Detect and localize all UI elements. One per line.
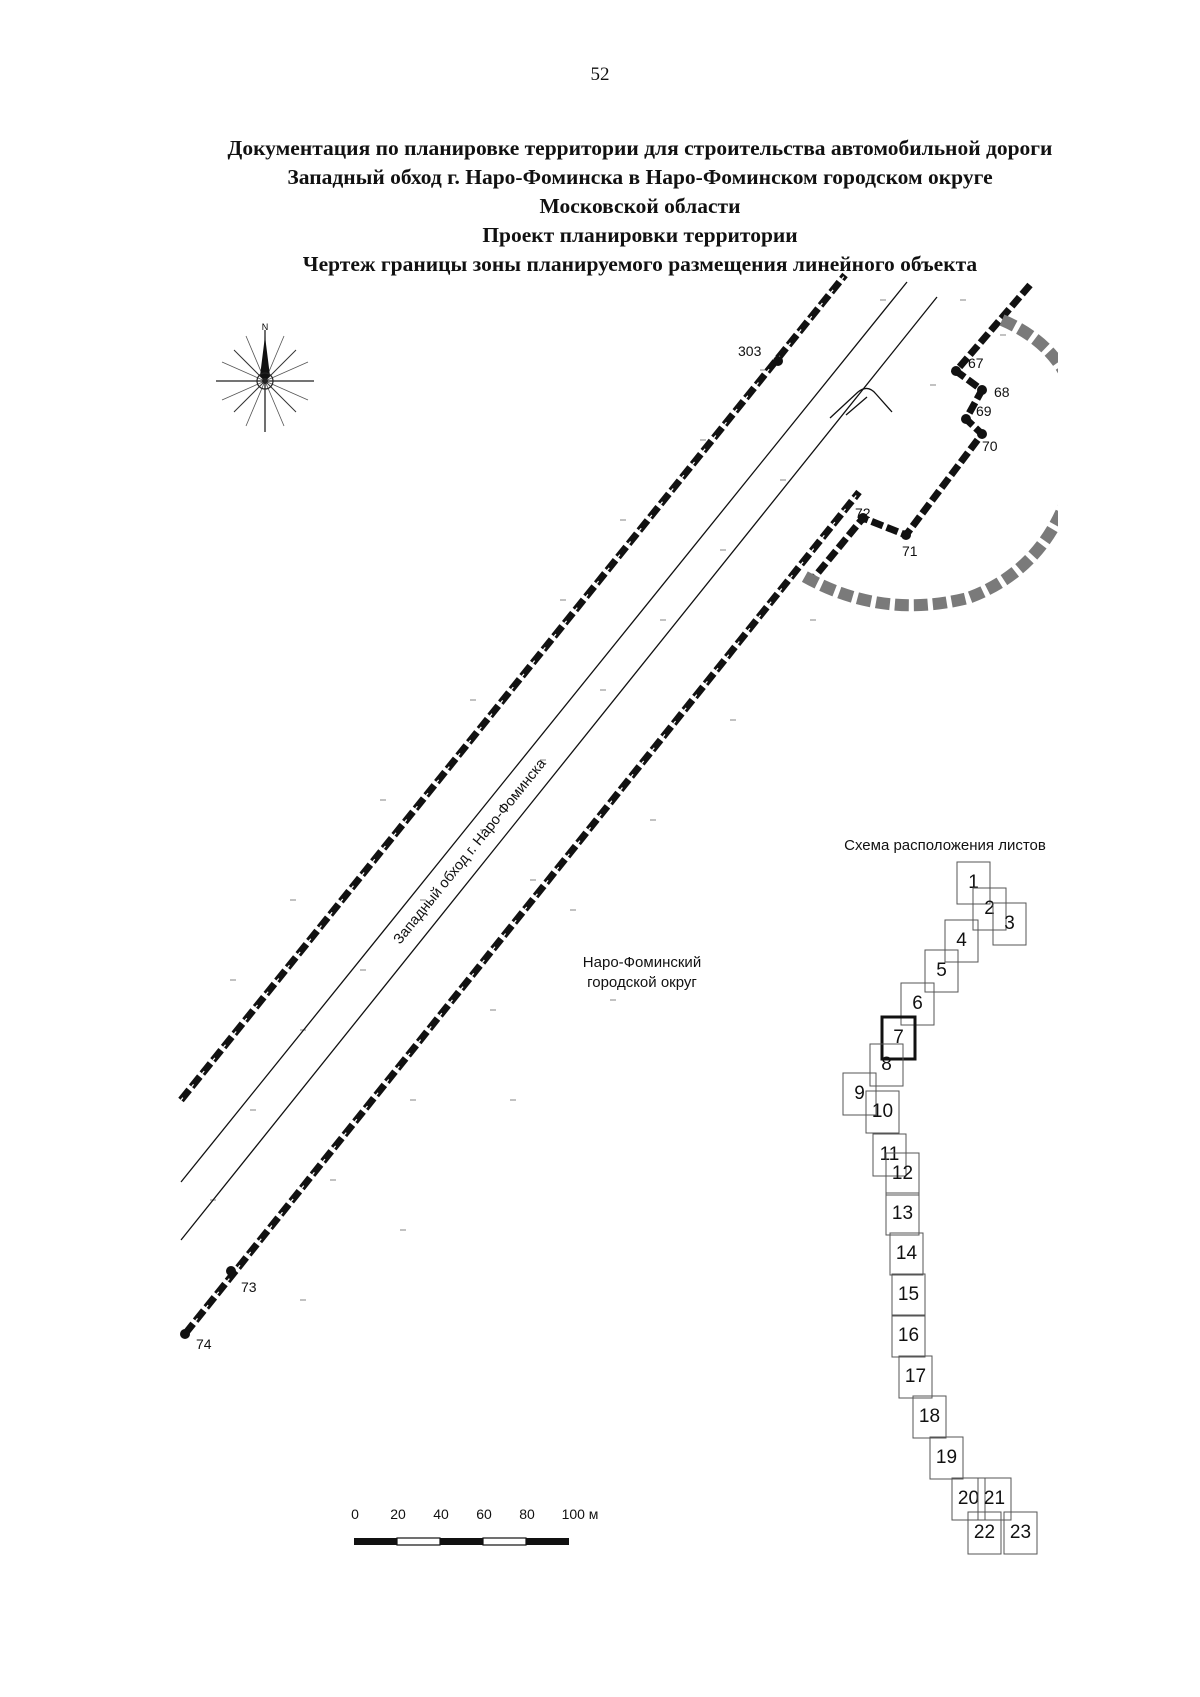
district-label-line1: Наро-Фоминский (583, 954, 701, 971)
sheet-frame (944, 919, 979, 963)
sheet-number: 21 (984, 1488, 1005, 1509)
branch-road-line (829, 387, 893, 419)
sheet-frame (880, 1015, 917, 1061)
title-line: Чертеж границы зоны планируемого размеще… (302, 252, 978, 276)
sheet-number: 11 (880, 1144, 900, 1165)
title-line: Западный обход г. Наро-Фоминска в Наро-Ф… (287, 165, 993, 189)
compass-north-label: N (262, 322, 269, 332)
scale-label: 20 (390, 1506, 406, 1522)
point-label-69: 69 (976, 403, 992, 419)
sheet-frame (900, 982, 935, 1026)
zone-boundary-right (182, 489, 862, 1337)
branch-road-line (845, 396, 868, 416)
page-number: 52 (590, 64, 610, 85)
scale-label: 100 м (562, 1506, 599, 1522)
scale-bar: 0 20 40 60 80 100 м (351, 1506, 599, 1546)
point-74 (180, 1329, 190, 1339)
title-line: Документация по планировке территории дл… (227, 136, 1053, 160)
sheet-frame (842, 1072, 877, 1116)
adjacent-zone-boundary (799, 314, 1058, 612)
scale-segment (396, 1537, 441, 1546)
sheet-number: 7 (893, 1027, 904, 1048)
sheet-number: 15 (898, 1284, 919, 1305)
road-name-label: Западный обход г. Наро-Фоминска (391, 755, 550, 947)
sheet-number: 4 (956, 930, 967, 951)
scale-label: 0 (351, 1506, 359, 1522)
compass-rose-icon: N (216, 322, 314, 432)
zone-boundary-polyline (809, 282, 1033, 583)
sheet-frame (891, 1314, 926, 1358)
sheet-number: 3 (1004, 913, 1015, 934)
scale-segment (482, 1537, 527, 1546)
point-label-74: 74 (196, 1336, 212, 1352)
sheet-frame (869, 1043, 904, 1087)
sheet-number: 10 (872, 1101, 893, 1122)
sheet-number: 1 (968, 872, 979, 893)
sheet-frame (898, 1355, 933, 1399)
point-label-68: 68 (994, 384, 1010, 400)
point-69 (961, 414, 971, 424)
sheet-frame (1003, 1511, 1038, 1555)
point-label-70: 70 (982, 438, 998, 454)
scale-segment (354, 1538, 397, 1545)
sheet-frame (885, 1192, 920, 1236)
scale-segment (440, 1538, 483, 1545)
sheet-frame (885, 1152, 920, 1196)
sheet-number: 13 (892, 1203, 913, 1224)
document-title: Документация по планировке территории дл… (100, 134, 1180, 279)
sheet-number: 23 (1010, 1522, 1031, 1543)
sheet-number: 22 (974, 1522, 995, 1543)
sheet-index-title: Схема расположения листов (844, 837, 1046, 854)
sheet-number: 17 (905, 1366, 926, 1387)
scale-label: 80 (519, 1506, 535, 1522)
road-edge-line (180, 281, 908, 1183)
sheet-number: 8 (881, 1054, 892, 1075)
point-label-73: 73 (241, 1279, 257, 1295)
scale-segment (526, 1538, 569, 1545)
point-71 (901, 530, 911, 540)
sheet-frame (891, 1273, 926, 1317)
district-label-line2: городской округ (587, 974, 697, 991)
sheet-frame (889, 1232, 924, 1276)
sheet-number: 12 (892, 1163, 913, 1184)
sheet-number: 2 (984, 898, 995, 919)
sheet-number: 19 (936, 1447, 957, 1468)
scale-label: 40 (433, 1506, 449, 1522)
point-70 (977, 429, 987, 439)
sheet-number: 14 (896, 1243, 918, 1264)
sheet-frame (967, 1511, 1002, 1555)
point-67 (951, 366, 961, 376)
sheet-frame (872, 1133, 907, 1177)
sheet-number: 6 (912, 993, 923, 1014)
sheet-number: 18 (919, 1406, 940, 1427)
sheet-frame (977, 1477, 1012, 1521)
title-line: Проект планировки территории (482, 223, 798, 247)
sheet-number: 16 (898, 1325, 919, 1346)
road-edge-line (180, 296, 938, 1241)
terrain-marks (210, 299, 1006, 1301)
sheet-frame (972, 887, 1007, 931)
sheet-number: 9 (854, 1083, 865, 1104)
point-label-72: 72 (855, 505, 871, 521)
point-label-303: 303 (738, 343, 762, 359)
point-72 (858, 513, 868, 523)
sheet-frame (865, 1090, 900, 1134)
sheet-number: 20 (958, 1488, 979, 1509)
point-label-67: 67 (968, 355, 984, 371)
point-68 (977, 385, 987, 395)
sheet-frame (992, 902, 1027, 946)
point-73 (226, 1266, 236, 1276)
point-303 (773, 356, 783, 366)
sheet-frame (929, 1436, 964, 1480)
sheet-frame (924, 949, 959, 993)
point-label-71: 71 (902, 543, 918, 559)
boundary-points: 303 67 68 69 70 71 72 73 74 (180, 343, 1010, 1352)
scale-label: 60 (476, 1506, 492, 1522)
title-line: Московской области (539, 194, 741, 218)
sheet-number: 5 (936, 960, 947, 981)
